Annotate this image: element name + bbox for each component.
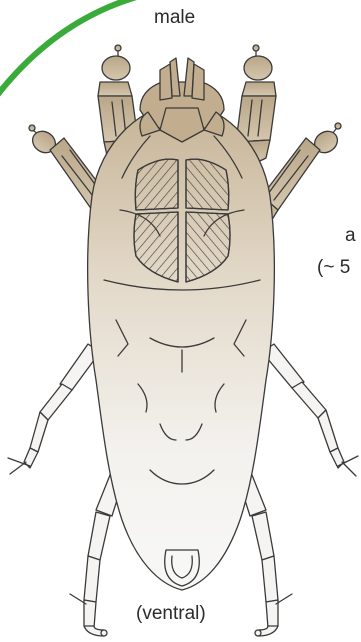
- leg-right-3: [262, 344, 358, 476]
- leg-left-3: [8, 344, 100, 474]
- view-caption: (ventral): [136, 604, 206, 623]
- figure-title: male: [154, 8, 195, 27]
- side-text-line1: a: [345, 226, 356, 245]
- mouthparts: [140, 58, 224, 142]
- side-text-line2: (~ 5: [317, 258, 350, 277]
